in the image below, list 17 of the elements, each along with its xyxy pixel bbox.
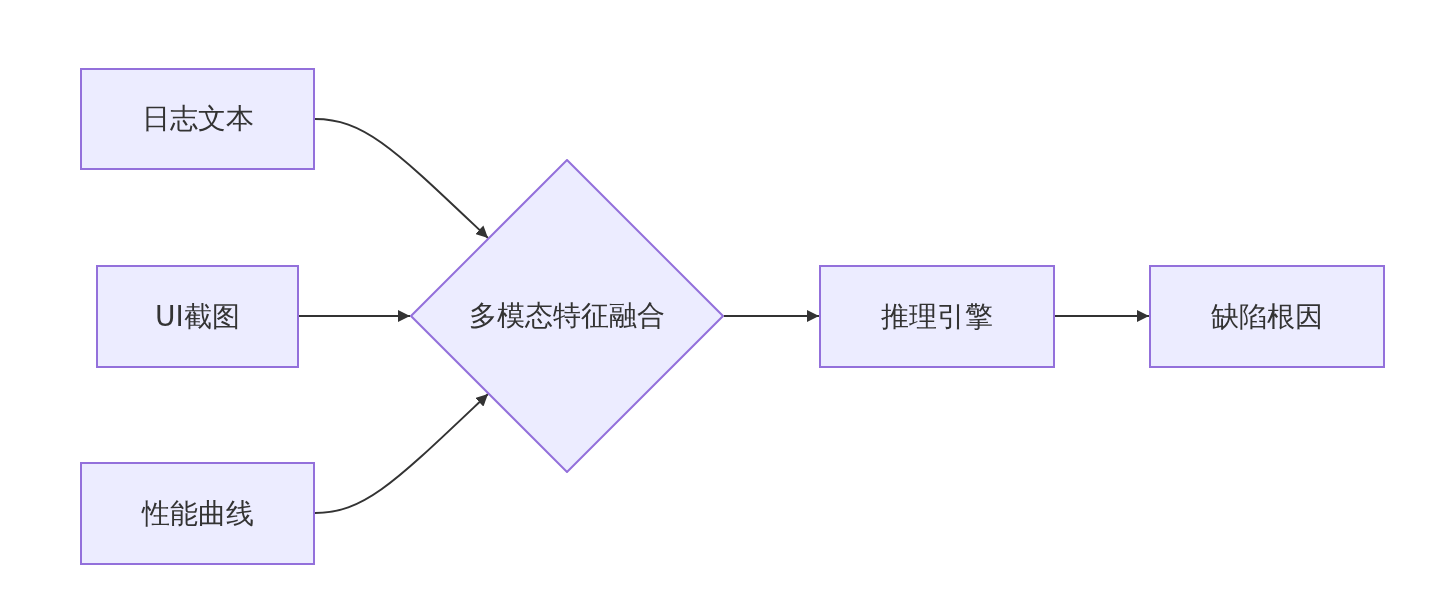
- node-label: 多模态特征融合: [469, 298, 665, 334]
- arrow: [314, 393, 489, 514]
- node-label: 日志文本: [141, 101, 254, 137]
- process-box: [80, 462, 315, 565]
- decision-diamond: [410, 159, 724, 473]
- node-label: 缺陷根因: [1211, 298, 1323, 335]
- arrow: [723, 310, 820, 322]
- arrow: [298, 310, 411, 322]
- node-label: 性能曲线: [141, 495, 254, 532]
- process-box: [1149, 265, 1385, 368]
- process-box: [819, 265, 1055, 368]
- process-box: [80, 68, 315, 170]
- node-label: UI截图: [155, 298, 240, 335]
- process-box: [96, 265, 299, 368]
- arrow: [1054, 310, 1150, 322]
- arrow: [314, 118, 489, 239]
- node-label: 推理引擎: [881, 298, 993, 335]
